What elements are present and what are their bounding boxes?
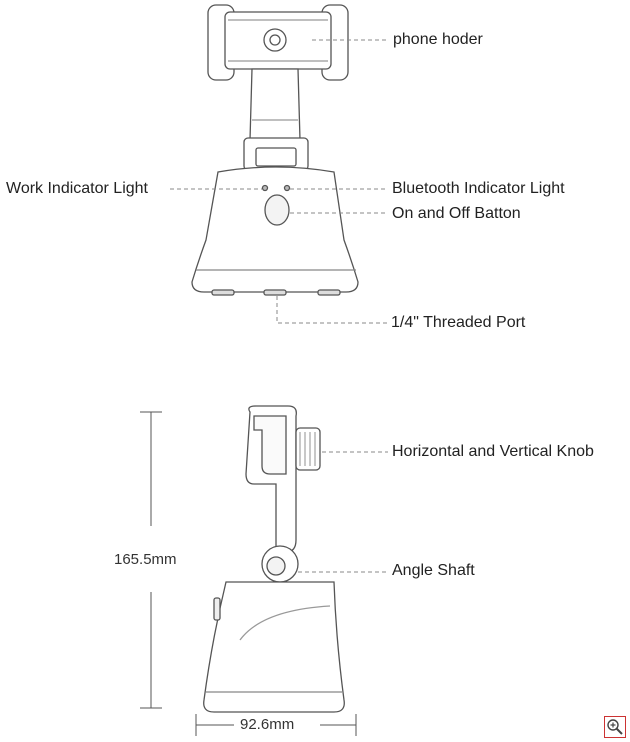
zoom-button[interactable] — [604, 716, 626, 738]
dimension-lines — [140, 411, 357, 736]
label-angle-shaft: Angle Shaft — [392, 562, 475, 579]
side-base — [203, 581, 345, 713]
work-indicator-dot — [261, 184, 269, 192]
side-leaders — [298, 451, 388, 573]
label-on-off-button: On and Off Batton — [392, 205, 521, 222]
label-phone-holder: phone hoder — [393, 31, 483, 48]
label-work-indicator: Work Indicator Light — [6, 180, 148, 197]
front-leaders — [170, 39, 388, 324]
front-view — [191, 4, 359, 296]
side-knob — [295, 427, 321, 471]
label-knob: Horizontal and Vertical Knob — [392, 443, 594, 460]
zoom-in-icon — [607, 719, 623, 735]
label-bluetooth-indicator: Bluetooth Indicator Light — [392, 180, 565, 197]
bluetooth-indicator-dot — [283, 184, 291, 192]
dimension-width-label: 92.6mm — [240, 716, 295, 733]
dimension-height-label: 165.5mm — [114, 551, 177, 568]
front-base — [191, 166, 359, 293]
front-power-button — [264, 194, 290, 226]
front-neck — [249, 68, 301, 141]
side-view — [203, 405, 345, 713]
label-threaded-port: 1/4" Threaded Port — [391, 314, 526, 331]
